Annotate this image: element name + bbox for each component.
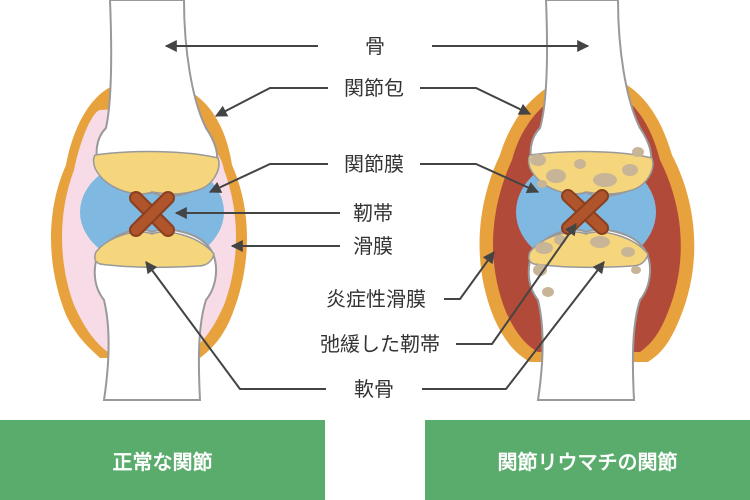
labels: 骨 関節包 関節膜 靭帯 滑膜 炎症性滑膜 弛緩した靭帯 軟骨 [320,34,440,401]
ra-lower-bone [527,228,651,401]
label-ligament: 靭帯 [353,201,393,225]
ra-upper-cartilage [527,150,654,195]
label-loose-ligament: 弛緩した靭帯 [320,332,440,356]
capsule-arrow-right [420,87,532,115]
ra-ligament [561,189,609,235]
capsule-arrow-left [214,87,328,117]
normal-joint [51,0,247,401]
membrane-arrow-right [420,163,540,194]
normal-upper-cartilage [92,150,220,195]
normal-lower-bone [93,228,217,401]
inflamed-synovium-arrow [444,251,495,300]
caption-rheumatoid-box: 関節リウマチの関節 [425,420,750,500]
loose-ligament-arrow [456,223,577,345]
label-bone: 骨 [365,34,385,58]
cartilage-arrow-left [145,261,326,390]
label-joint-capsule: 関節包 [344,76,404,100]
label-cartilage: 軟骨 [354,377,394,401]
label-synovium: 滑膜 [353,234,393,258]
label-inflamed-synovium: 炎症性滑膜 [326,287,426,311]
caption-normal-box: 正常な関節 [0,420,325,500]
rheumatoid-joint [479,0,695,401]
cartilage-arrow-right [422,261,605,390]
ra-erosions [530,147,644,297]
caption-normal: 正常な関節 [112,449,213,474]
label-synovial-membrane: 関節膜 [344,152,404,176]
normal-lower-cartilage [94,231,215,269]
caption-rheumatoid: 関節リウマチの関節 [497,449,678,474]
leader-lines [145,40,605,390]
normal-ligament [129,191,175,237]
membrane-arrow-left [208,163,328,193]
